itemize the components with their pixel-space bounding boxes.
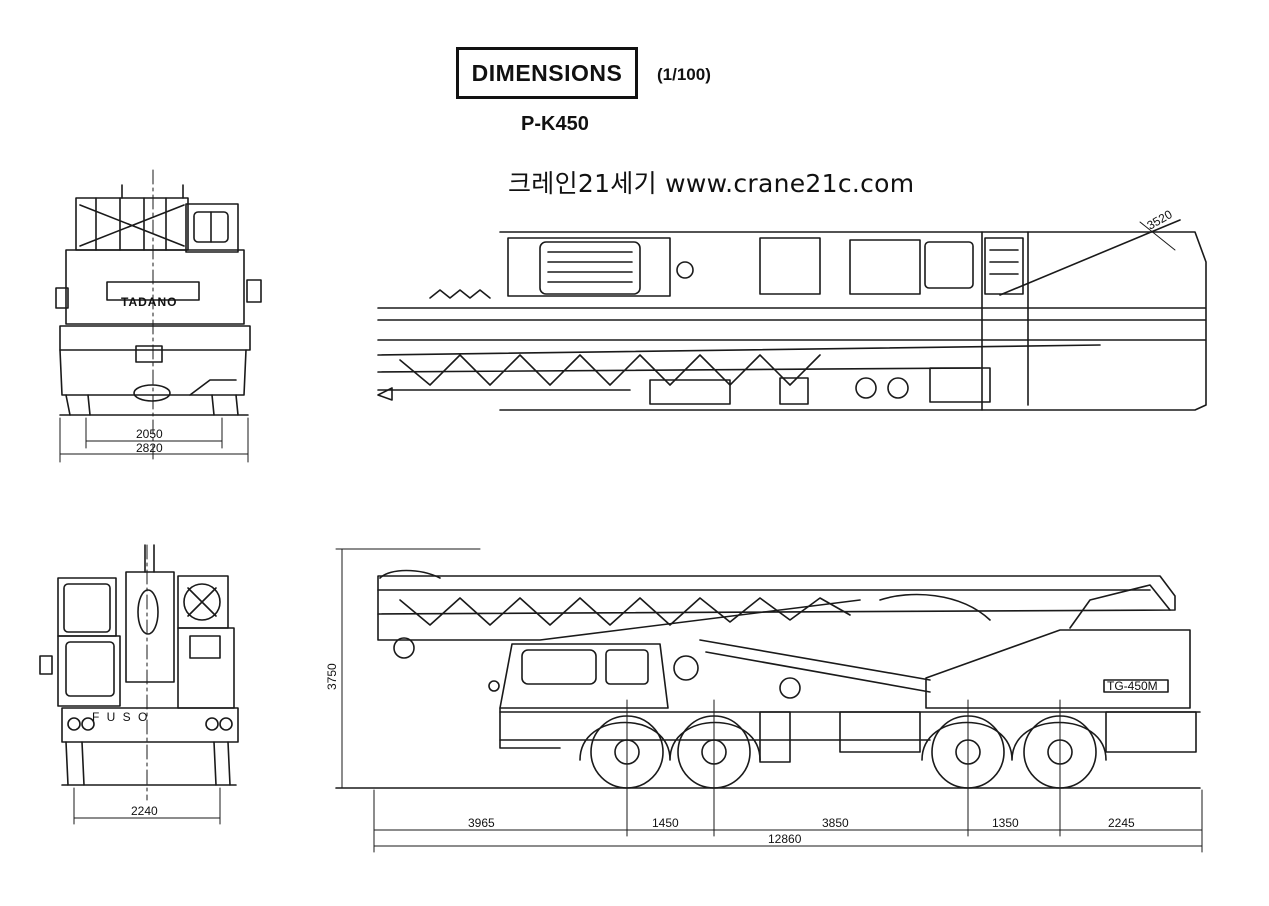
brand-panel [106, 281, 200, 301]
website-caption: 크레인21세기 www.crane21c.com [508, 169, 915, 198]
drawing-scale: (1/100) [657, 65, 711, 84]
dim-3850: 3850 [822, 816, 849, 830]
side-plate [1103, 679, 1169, 693]
dim-2245: 2245 [1108, 816, 1135, 830]
dim-12860: 12860 [768, 832, 802, 846]
front-plate-label: F U S O [92, 710, 149, 724]
dim-3750: 3750 [325, 663, 339, 690]
dim-2240: 2240 [131, 804, 158, 818]
plan-view [377, 219, 1207, 411]
rear-view [39, 544, 239, 825]
side-view [335, 548, 1203, 853]
dim-2820: 2820 [136, 441, 163, 455]
dim-1450: 1450 [652, 816, 679, 830]
side-plate-label: TG-450M [1107, 679, 1158, 693]
dim-3965: 3965 [468, 816, 495, 830]
model-number: P-K450 [521, 113, 589, 135]
front-view-top [55, 169, 262, 463]
dim-1350: 1350 [992, 816, 1019, 830]
page-title: DIMENSIONS [456, 47, 638, 99]
brand-label: TADANO [121, 295, 177, 309]
dim-2050: 2050 [136, 427, 163, 441]
